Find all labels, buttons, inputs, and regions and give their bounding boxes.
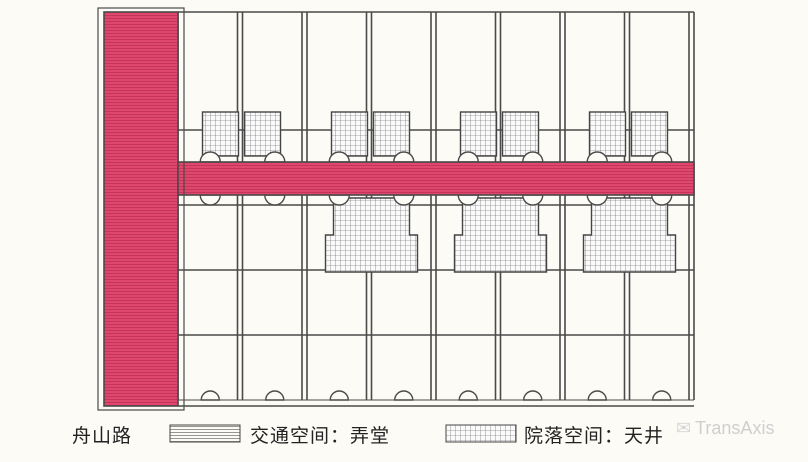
door-arc-south — [199, 194, 221, 206]
courtyard-north — [459, 111, 540, 157]
door-arc-north — [393, 151, 415, 163]
door-arc-south — [586, 194, 608, 206]
courtyard-cell — [630, 111, 669, 157]
door-arcs — [199, 151, 673, 401]
door-arc-south — [328, 194, 350, 206]
courtyard-south — [453, 197, 548, 273]
door-arc-entrance — [587, 390, 607, 401]
door-arc-entrance — [458, 390, 478, 401]
door-arc-entrance — [200, 390, 220, 401]
legend-lane-label: 交通空间：弄堂 — [250, 425, 391, 447]
door-arc-entrance — [329, 390, 349, 401]
courtyard-cell — [201, 111, 240, 157]
door-arc-south — [264, 194, 286, 206]
wechat-icon: ✉ — [676, 418, 692, 438]
door-arc-north — [328, 151, 350, 163]
zhoushan-road — [103, 11, 179, 407]
door-arc-entrance — [652, 390, 672, 401]
legend-court-swatch — [445, 424, 517, 443]
door-arc-south — [457, 194, 479, 206]
courtyard-north — [330, 111, 411, 157]
legend-lane-swatch — [169, 424, 241, 443]
door-arc-south — [522, 194, 544, 206]
road-name-label: 舟山路 — [72, 425, 133, 447]
door-arc-south — [651, 194, 673, 206]
courtyard-cell — [243, 111, 282, 157]
courtyard-cell — [501, 111, 540, 157]
courtyard-cell — [588, 111, 627, 157]
main-lane — [177, 161, 695, 196]
watermark: ✉TransAxis — [676, 418, 774, 439]
courtyard-blocks — [201, 111, 677, 273]
watermark-text: TransAxis — [695, 418, 775, 438]
door-arc-entrance — [523, 390, 543, 401]
door-arc-south — [393, 194, 415, 206]
door-arc-north — [651, 151, 673, 163]
courtyard-cell — [372, 111, 411, 157]
door-arc-entrance — [265, 390, 285, 401]
courtyard-south — [324, 197, 419, 273]
door-arc-north — [199, 151, 221, 163]
courtyard-north — [588, 111, 669, 157]
courtyard-north — [201, 111, 282, 157]
door-arc-north — [457, 151, 479, 163]
door-arc-north — [522, 151, 544, 163]
door-arc-north — [586, 151, 608, 163]
door-arc-entrance — [394, 390, 414, 401]
legend-court-label: 院落空间：天井 — [524, 425, 665, 447]
courtyard-cell — [330, 111, 369, 157]
courtyard-cell — [459, 111, 498, 157]
road-outline — [97, 7, 185, 411]
courtyard-south — [582, 197, 677, 273]
door-arc-north — [264, 151, 286, 163]
